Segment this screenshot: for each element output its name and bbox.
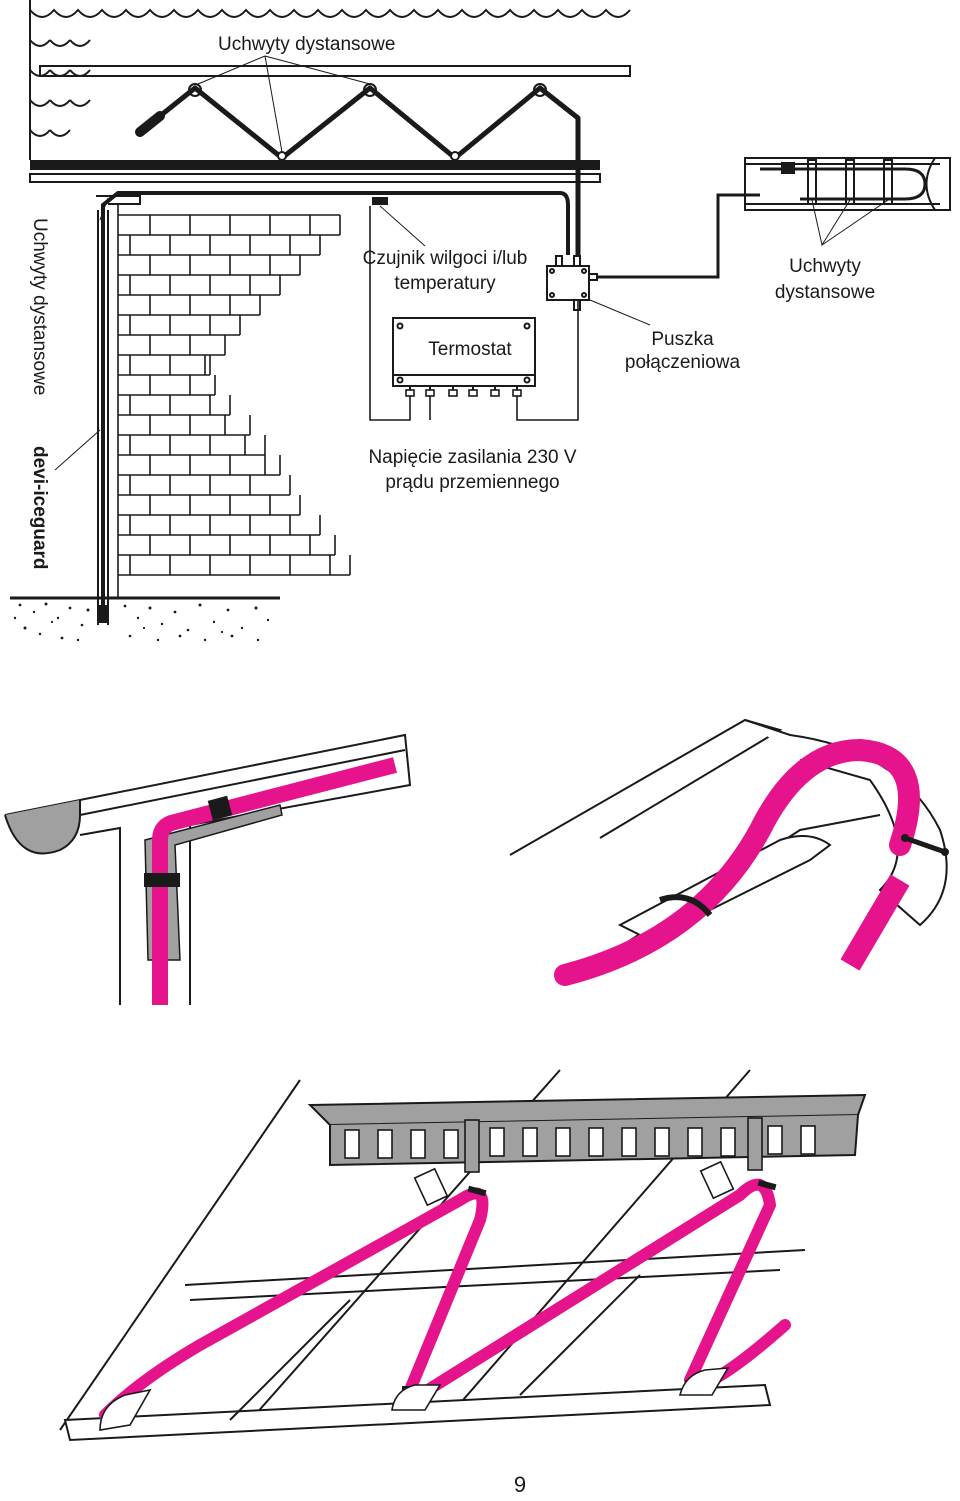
label-supply-line1: Napięcie zasilania 230 V [368,447,577,468]
sensor-body [372,197,388,205]
downpipe-cable [101,191,570,615]
label-sensor-line1: Czujnik wilgoci i/lub [362,248,528,269]
eaves-board [30,160,600,170]
label-spacers-gutter-line2: dystansowe [774,282,876,303]
gutter-clip-detail [509,718,949,986]
label-spacers-roof: Uchwyty dystansowe [218,34,396,55]
label-junction-line2: połączeniowa [624,352,741,373]
gutter-section [744,157,951,247]
gutter-downpipe-corner [4,733,412,1005]
label-junction-line1: Puszka [651,329,714,350]
gutter-illustrations [4,718,949,1005]
ground-speckle [13,602,270,642]
label-supply-line2: prądu przemiennego [385,472,560,493]
installation-diagram [10,0,951,642]
roof-tiles [29,0,631,160]
ridge-bar [39,65,631,77]
junction-box [546,255,651,326]
roof-edge-illustration [59,1069,867,1442]
downpipe [96,195,141,625]
label-sensor-line2: temperatury [394,273,496,294]
snow-guard-rail [307,1093,867,1207]
roof-heating-cable [138,85,581,255]
label-product: devi-iceguard [29,446,50,570]
page-number: 9 [513,1472,527,1497]
brick-wall [117,205,351,598]
label-spacers-gutter-line1: Uchwyty [789,256,861,277]
label-spacers-vertical: Uchwyty dystansowe [29,218,50,396]
label-thermostat: Termostat [428,339,512,360]
junction-to-gutter-cable [597,193,760,279]
